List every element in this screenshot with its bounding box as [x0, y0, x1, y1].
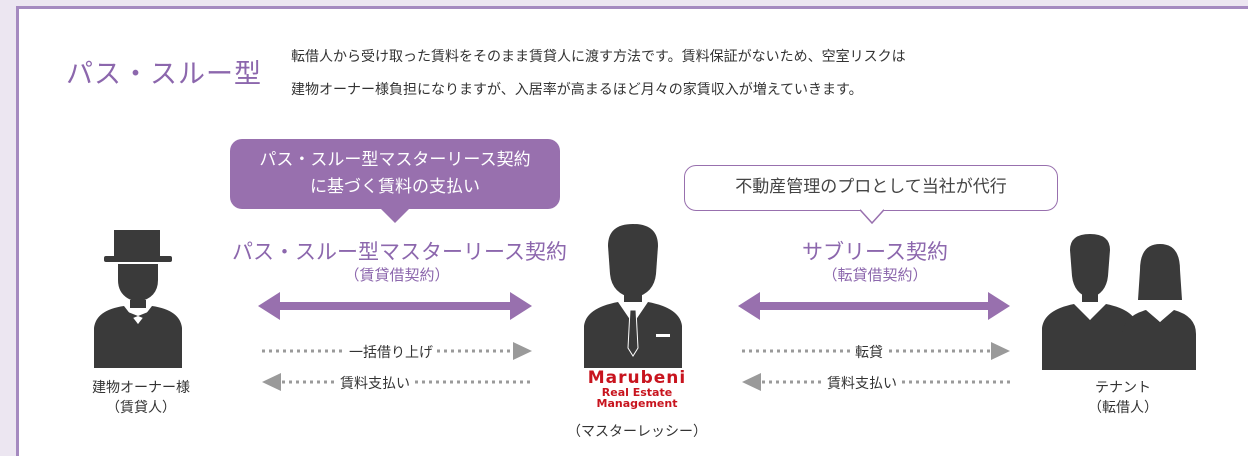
left-callout-line2: に基づく賃料の支払い	[310, 177, 480, 197]
page-title: パス・スルー型	[66, 59, 262, 90]
master-lessee-label: （マスターレッシー）	[567, 424, 707, 440]
owner-label: 建物オーナー様 （賃貸人）	[66, 378, 216, 418]
left-contract-subtitle: （賃貸借契約）	[344, 266, 450, 284]
marubeni-logo: Marubeni Real Estate Management	[564, 368, 710, 410]
logo-line1: Marubeni	[587, 368, 687, 388]
right-contract-subtitle: （転貸借契約）	[822, 266, 928, 284]
tenant-label: テナント （転借人）	[1058, 378, 1188, 418]
description-line-1: 転借人から受け取った賃料をそのまま賃貸人に渡す方法です。賃料保証がないため、空室…	[291, 49, 906, 65]
logo-line2: Real Estate	[601, 386, 673, 399]
left-flow-left-label: 賃料支払い	[336, 373, 414, 393]
master-lessee-figure-icon	[584, 224, 682, 368]
right-flow-left-label: 賃料支払い	[823, 373, 901, 393]
tenant-label-line1: テナント	[1095, 380, 1151, 396]
tenant-figure-icon	[1042, 234, 1196, 370]
right-contract-title: サブリース契約	[802, 240, 948, 264]
owner-figure-icon	[94, 230, 182, 368]
right-flow-right-label: 転貸	[851, 342, 887, 362]
left-callout-line1: パス・スルー型マスターリース契約	[259, 150, 531, 170]
tenant-label-line2: （転借人）	[1088, 400, 1158, 416]
right-double-arrow	[738, 292, 1010, 320]
right-flow-left-arrow	[742, 373, 1010, 391]
left-flow-left-arrow	[262, 373, 532, 391]
owner-label-line2: （賃貸人）	[106, 400, 176, 416]
right-flow-right-arrow	[742, 342, 1010, 360]
logo-line3: Management	[596, 397, 678, 410]
left-callout: パス・スルー型マスターリース契約 に基づく賃料の支払い	[230, 139, 560, 209]
left-flow-right-label: 一括借り上げ	[345, 342, 437, 362]
left-callout-tail	[380, 208, 410, 223]
owner-label-line1: 建物オーナー様	[92, 380, 190, 396]
left-flow-right-arrow	[262, 342, 532, 360]
description-line-2: 建物オーナー様負担になりますが、入居率が高まるほど月々の家賃収入が増えていきます…	[291, 82, 863, 98]
left-double-arrow	[258, 292, 532, 320]
right-callout: 不動産管理のプロとして当社が代行	[684, 165, 1058, 211]
right-callout-tail	[860, 209, 884, 225]
left-contract-title: パス・スルー型マスターリース契約	[232, 240, 567, 264]
